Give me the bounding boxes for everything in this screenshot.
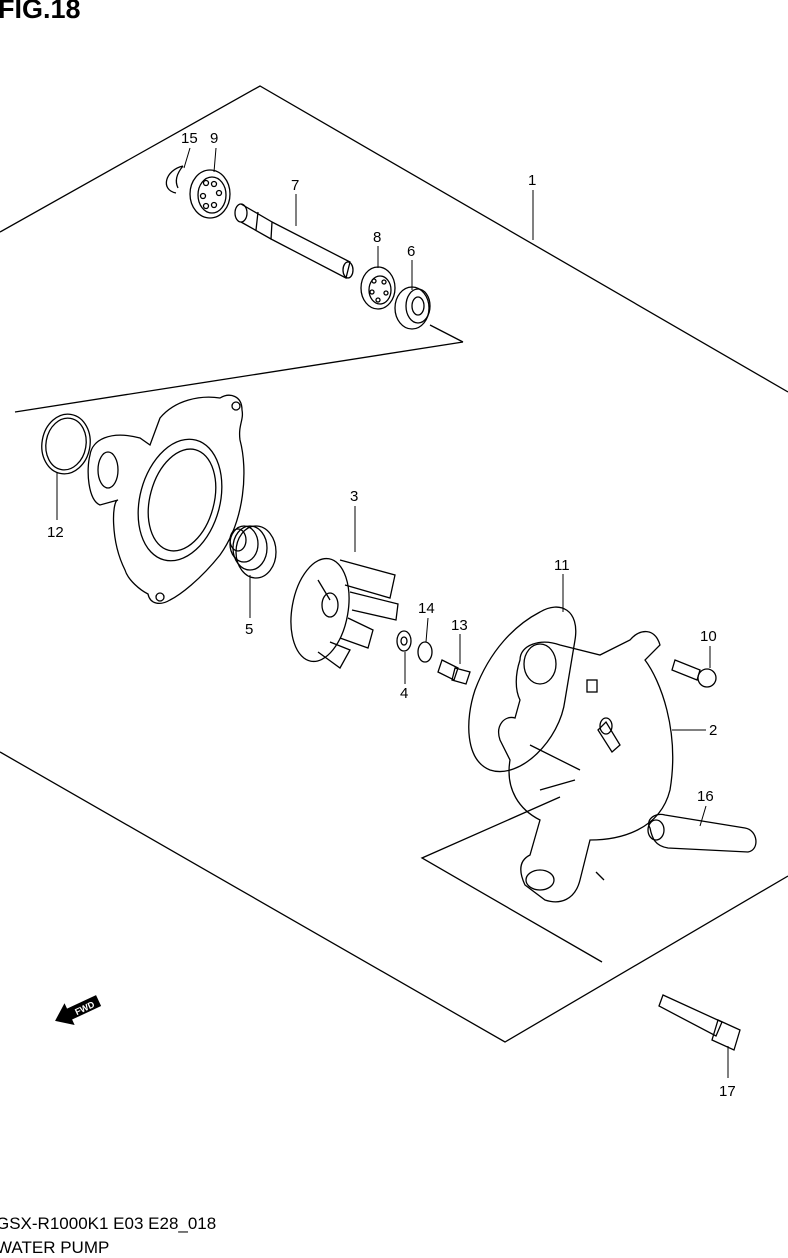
- callout-7: 7: [291, 177, 299, 194]
- bolt-part: [671, 659, 717, 688]
- circlip-part: [165, 165, 184, 194]
- hose-clamp-part: [647, 813, 757, 853]
- o-ring-part: [468, 606, 577, 773]
- bearing-part: [360, 266, 396, 310]
- impeller-bolt-part: [437, 659, 471, 685]
- pump-case-part: [87, 394, 245, 605]
- callout-16: 16: [697, 788, 714, 805]
- mechanical-seal-part: [229, 525, 277, 579]
- washer-part: [396, 630, 412, 652]
- assembly-name: WATER PUMP: [0, 1238, 110, 1257]
- callout-6: 6: [407, 243, 415, 260]
- callout-11: 11: [554, 557, 570, 574]
- bolt-part: [658, 994, 741, 1051]
- callout-5: 5: [245, 621, 253, 638]
- housing-frame: [420, 796, 603, 963]
- o-ring-part: [41, 413, 91, 475]
- callout-12: 12: [47, 524, 64, 541]
- callout-3: 3: [350, 488, 358, 505]
- callout-14: 14: [418, 600, 435, 617]
- oil-seal-part: [394, 286, 431, 330]
- callout-13: 13: [451, 617, 468, 634]
- callout-15: 15: [181, 130, 198, 147]
- callout-2: 2: [709, 722, 717, 739]
- impeller-shaft-part: [234, 203, 354, 279]
- shaft-group-frame: [14, 341, 464, 413]
- assembly-frame: [0, 85, 788, 393]
- model-code: GSX-R1000K1 E03 E28_018: [0, 1214, 217, 1233]
- bearing-part: [189, 169, 231, 219]
- washer-part: [417, 641, 433, 663]
- callout-9: 9: [210, 130, 218, 147]
- callout-10: 10: [700, 628, 717, 645]
- callout-4: 4: [400, 685, 408, 702]
- forward-arrow-icon: FWD: [55, 995, 102, 1025]
- callout-1: 1: [528, 172, 536, 189]
- figure-title: FIG.18: [0, 0, 81, 24]
- callout-17: 17: [719, 1083, 736, 1100]
- impeller-part: [290, 557, 399, 669]
- assembly-frame-lower: [0, 751, 788, 1043]
- leader-lines: [56, 147, 729, 1078]
- callout-8: 8: [373, 229, 381, 246]
- pump-body-part: [498, 630, 674, 903]
